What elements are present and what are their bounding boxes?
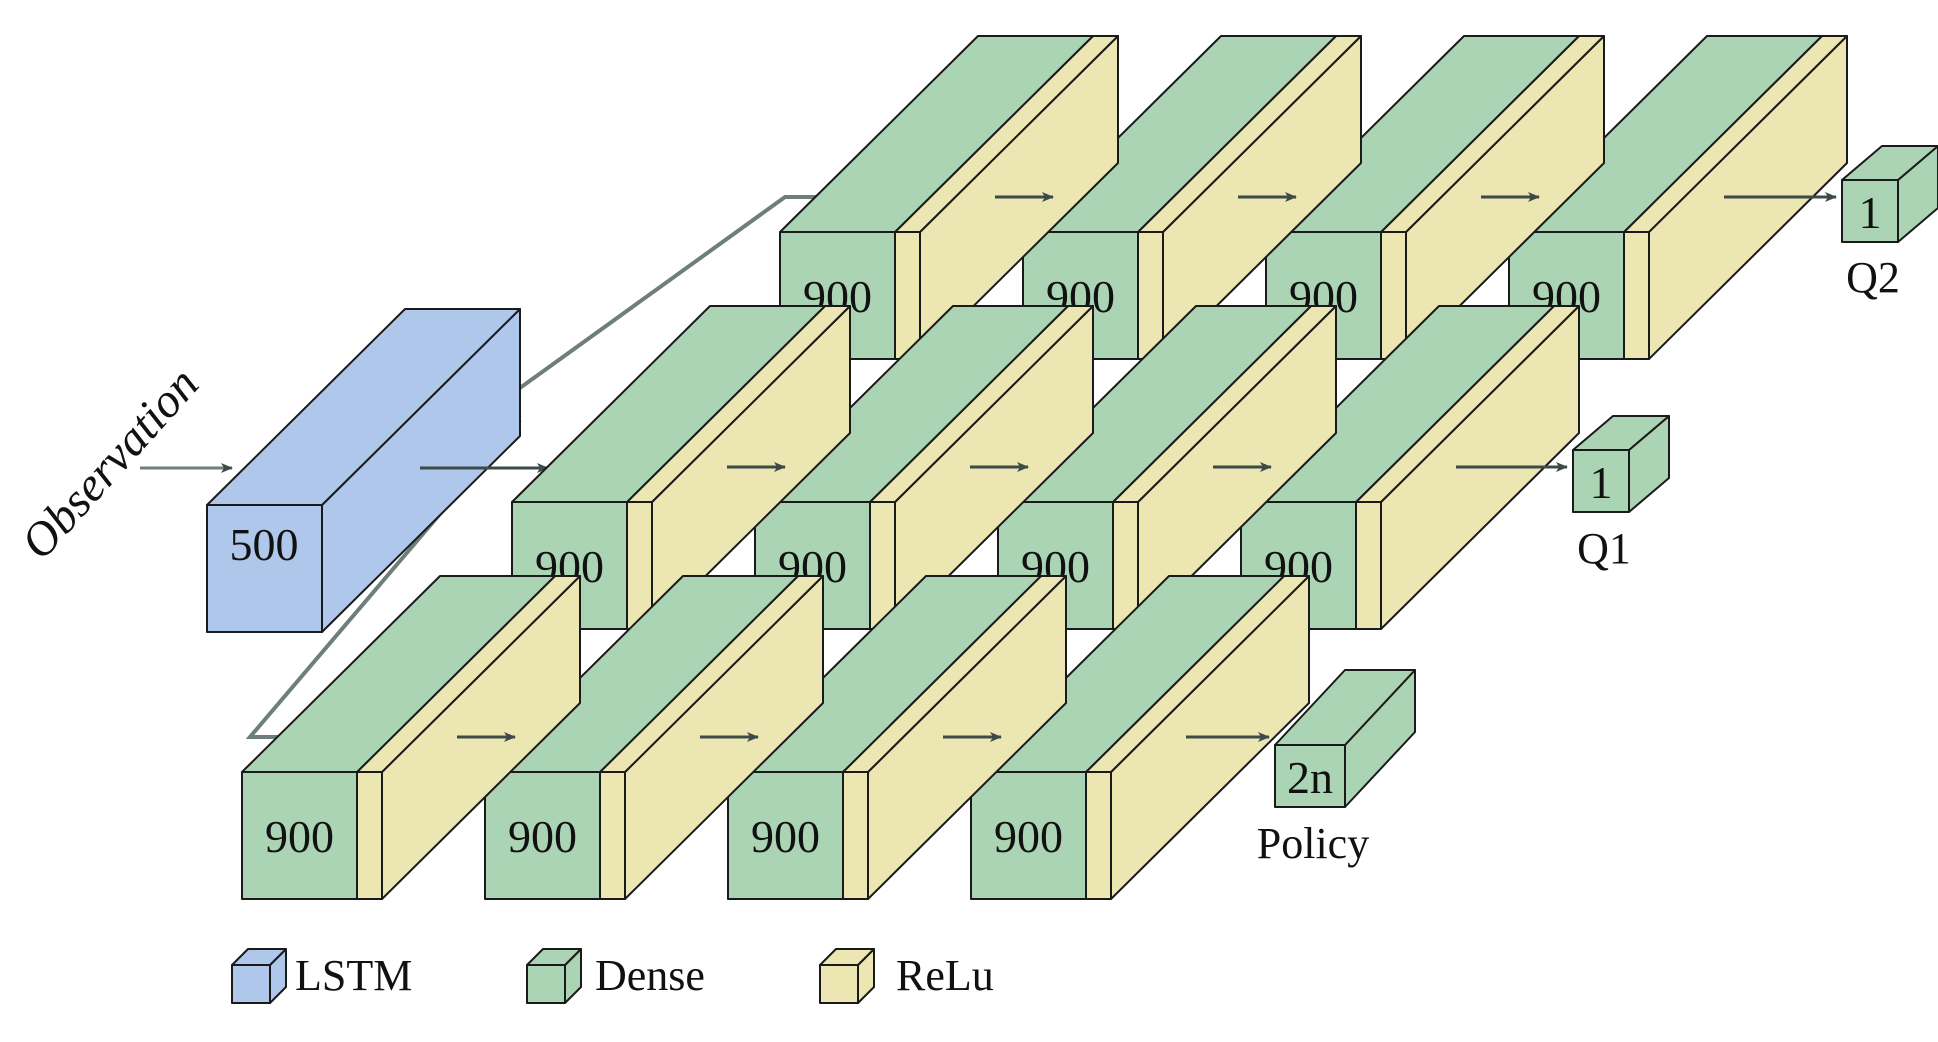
legend-relu-label: ReLu [896, 951, 994, 1000]
q1-output-units: 1 [1590, 457, 1613, 508]
branch-policy-layer-1-dense-front [241, 771, 358, 900]
policy-output-block-front [1274, 744, 1346, 808]
legend-dense-swatch-front [526, 964, 566, 1004]
branch-policy-layer-2-dense-front [484, 771, 601, 900]
legend-lstm-swatch [231, 948, 287, 1004]
branch-q1-layer-4-relu-front [1355, 501, 1382, 630]
branch-q2-layer-4-relu-front [1623, 231, 1650, 360]
legend-dense-label: Dense [595, 951, 705, 1000]
branch-policy-layer-1-units-label: 900 [265, 811, 334, 862]
branch-policy-layer-4-units-label: 900 [994, 811, 1063, 862]
branch-policy-layer-4-relu-front [1085, 771, 1112, 900]
observation-label: Observation [11, 358, 209, 570]
policy-output-label: Policy [1257, 819, 1369, 868]
q1-output-label: Q1 [1577, 524, 1631, 573]
q2-output-block: 1 [1841, 145, 1938, 243]
policy-output-block: 2n [1274, 669, 1416, 808]
lstm-units-label: 500 [230, 519, 299, 570]
legend-relu-swatch [819, 948, 875, 1004]
q2-output-block-front [1841, 179, 1899, 243]
q2-output-units: 1 [1859, 187, 1882, 238]
lstm-block-front [206, 504, 323, 633]
branch-q2-layer-3-relu-front [1380, 231, 1407, 360]
branch-q2-layer-1-relu-front [894, 231, 921, 360]
branch-policy-layer-3-units-label: 900 [751, 811, 820, 862]
q1-output-block-front [1572, 449, 1630, 513]
branch-q2-layer-2-relu-front [1137, 231, 1164, 360]
branch-policy-layer-3-dense-front [727, 771, 844, 900]
legend: LSTM Dense ReLu [231, 948, 994, 1004]
lstm-block: 500 [206, 308, 521, 633]
branch-policy-layer-1-relu-front [356, 771, 383, 900]
branch-q1-layer-2: 900 [754, 305, 1094, 630]
branch-policy-layer-3-relu-front [842, 771, 869, 900]
legend-relu-swatch-front [819, 964, 859, 1004]
q2-output-label: Q2 [1846, 253, 1900, 302]
q1-output-block: 1 [1572, 415, 1670, 513]
branch-policy: 900 900 900 900 2n [241, 575, 1416, 900]
legend-lstm-label: LSTM [295, 951, 412, 1000]
branch-policy-layer-4-dense-front [970, 771, 1087, 900]
branch-policy-layer-2-relu-front [599, 771, 626, 900]
legend-lstm-swatch-front [231, 964, 271, 1004]
policy-output-units: 2n [1287, 752, 1333, 803]
branch-policy-layer-1: 900 [241, 575, 581, 900]
legend-dense-swatch [526, 948, 582, 1004]
branch-policy-layer-2-units-label: 900 [508, 811, 577, 862]
